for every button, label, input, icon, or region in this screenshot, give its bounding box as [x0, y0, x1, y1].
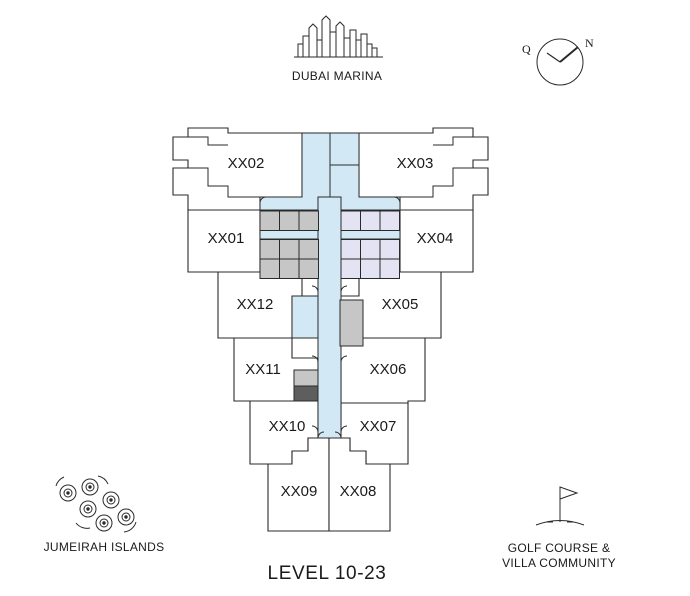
- service-core-left: [259, 210, 319, 279]
- service-cell: [360, 210, 381, 231]
- dubai-marina-label: DUBAI MARINA: [292, 69, 382, 83]
- unit-label-xx07: XX07: [360, 418, 397, 435]
- service-cell: [259, 210, 280, 231]
- service-core-xx11: [293, 369, 319, 387]
- service-cell: [279, 239, 300, 260]
- service-cell: [340, 258, 361, 279]
- service-cell: [259, 258, 280, 279]
- corridor: [259, 132, 401, 439]
- unit-label-xx04: XX04: [417, 230, 454, 247]
- compass-icon: [536, 38, 584, 86]
- unit-label-xx09: XX09: [281, 483, 318, 500]
- service-cell: [259, 239, 280, 260]
- service-cell: [379, 239, 400, 260]
- service-cell: [360, 239, 381, 260]
- unit-label-xx10: XX10: [269, 418, 306, 435]
- service-cell: [379, 210, 400, 231]
- unit-xx08-shape[interactable]: [328, 437, 391, 532]
- service-cell: [379, 258, 400, 279]
- golf-course-label-line1: GOLF COURSE &: [508, 541, 611, 555]
- unit-label-xx03: XX03: [397, 155, 434, 172]
- unit-label-xx11: XX11: [245, 361, 281, 378]
- service-cell: [298, 239, 319, 260]
- service-cell: [279, 258, 300, 279]
- golf-flag-icon: [535, 486, 585, 526]
- service-cell: [340, 210, 361, 231]
- unit-label-xx06: XX06: [370, 361, 407, 378]
- unit-label-xx08: XX08: [340, 483, 377, 500]
- compass-q-label: Q: [522, 42, 531, 56]
- service-cell: [298, 258, 319, 279]
- golf-course-label-line2: VILLA COMMUNITY: [502, 556, 616, 570]
- service-core-right: [340, 210, 400, 279]
- unit-label-xx05: XX05: [382, 296, 419, 313]
- level-label: LEVEL 10-23: [268, 563, 387, 584]
- jumeirah-islands-label: JUMEIRAH ISLANDS: [44, 540, 165, 554]
- door-swings: [259, 196, 401, 439]
- islands-icon: [55, 475, 137, 533]
- unit-xx09-shape[interactable]: [267, 437, 330, 532]
- service-core-xx11-dark: [293, 385, 319, 402]
- service-cell: [340, 239, 361, 260]
- unit-label-xx01: XX01: [208, 230, 245, 247]
- service-cell: [298, 210, 319, 231]
- service-cell: [279, 210, 300, 231]
- skyline-icon: [294, 15, 383, 58]
- balcony-details: [188, 136, 473, 198]
- service-core-mid: [339, 299, 364, 347]
- unit-label-xx12: XX12: [237, 296, 274, 313]
- compass-north-label: N: [585, 36, 594, 50]
- service-cell: [360, 258, 381, 279]
- unit-label-xx02: XX02: [228, 155, 265, 172]
